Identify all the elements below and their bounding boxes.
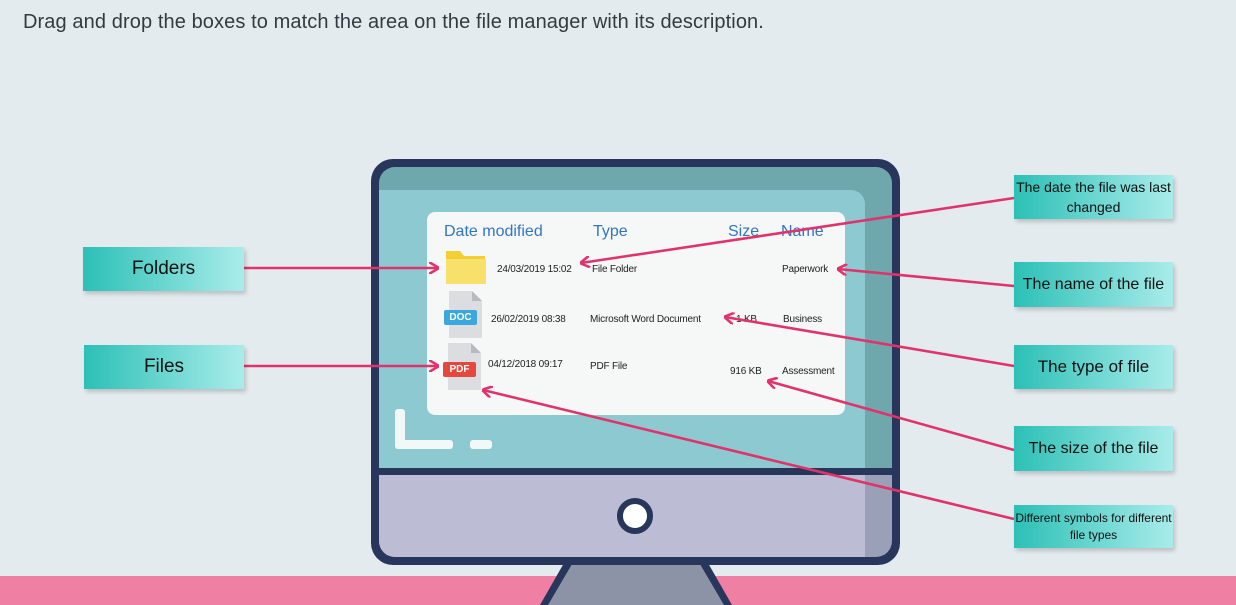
doc-file-icon: DOC <box>444 290 484 338</box>
arrow-date <box>581 196 1015 263</box>
file-symbols-box[interactable]: Different symbols for different file typ… <box>1014 505 1173 548</box>
file-row-name: Assessment <box>782 366 835 377</box>
date-changed-box[interactable]: The date the file was last changed <box>1014 175 1173 219</box>
arrow-size <box>768 381 1015 452</box>
file-row-name: Business <box>783 314 822 325</box>
monitor-stand <box>548 563 724 605</box>
power-button-icon <box>617 498 653 534</box>
pdf-tag: PDF <box>443 362 476 377</box>
column-header-type: Type <box>593 223 628 240</box>
file-size-box[interactable]: The size of the file <box>1014 426 1173 471</box>
file-name-box[interactable]: The name of the file <box>1014 262 1173 307</box>
file-type-box[interactable]: The type of file <box>1014 345 1173 389</box>
file-row-size: 916 KB <box>730 366 762 377</box>
doc-tag: DOC <box>444 310 477 325</box>
prompt-cursor-base <box>395 440 453 449</box>
file-row-type: File Folder <box>592 264 638 275</box>
file-row-name: Paperwork <box>782 264 828 275</box>
column-header-date: Date modified <box>444 223 543 240</box>
folders-box[interactable]: Folders <box>83 247 244 291</box>
arrow-name <box>838 269 1015 288</box>
pdf-file-icon: PDF <box>443 342 483 390</box>
prompt-cursor-dot <box>470 440 492 449</box>
file-row-date: 04/12/2018 09:17 <box>488 359 563 370</box>
prompt-cursor-icon <box>395 409 405 449</box>
arrow-symbols <box>483 390 1015 521</box>
file-row-type: Microsoft Word Document <box>590 314 701 325</box>
instruction-text: Drag and drop the boxes to match the are… <box>23 11 764 33</box>
arrow-type <box>725 317 1015 368</box>
folder-icon <box>446 251 486 284</box>
file-row-date: 24/03/2019 15:02 <box>497 264 572 275</box>
file-row-date: 26/02/2019 08:38 <box>491 314 566 325</box>
file-row-type: PDF File <box>590 361 628 372</box>
files-box[interactable]: Files <box>84 345 244 389</box>
column-header-size: Size <box>728 223 760 240</box>
